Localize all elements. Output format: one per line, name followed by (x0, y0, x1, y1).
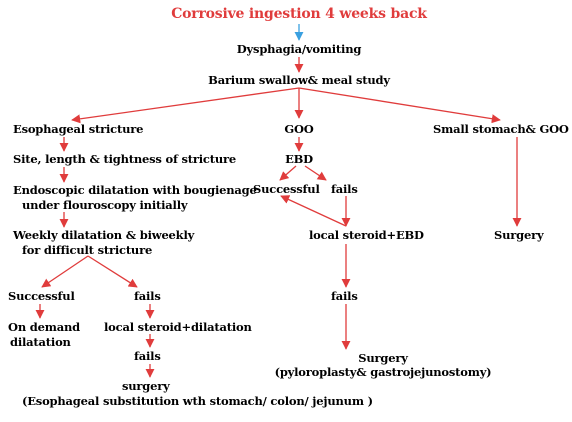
node-on-demand-line2: dilatation (10, 335, 71, 349)
node-surgery-goo: Surgery (358, 351, 408, 365)
node-dysphagia: Dysphagia/vomiting (236, 42, 362, 56)
arrow-barium-to-small-stomach (298, 87, 501, 124)
node-surgery-esophageal-detail: (Esophageal substitution wth stomach/ co… (22, 394, 373, 408)
node-surgery-esophageal: surgery (122, 379, 170, 393)
node-eso-successful: Successful (8, 289, 75, 303)
arrow-local-steroid-to-successful (280, 195, 347, 227)
node-local-steroid-ebd: local steroid+EBD (309, 228, 424, 242)
node-weekly-line1: Weekly dilatation & biweekly (13, 228, 195, 242)
node-surgery-goo-detail: (pyloroplasty& gastrojejunostomy) (274, 365, 492, 379)
arrow-ebd-to-fails (304, 165, 327, 181)
node-goo: GOO (284, 122, 314, 136)
node-corrosive-ingestion: Corrosive ingestion 4 weeks back (171, 6, 427, 22)
node-surgery-small-stomach: Surgery (494, 228, 544, 242)
node-endoscopic-line1: Endoscopic dilatation with bougienage (13, 183, 257, 197)
node-eso-fails-2: fails (134, 349, 161, 363)
node-goo-fails-2: fails (331, 289, 358, 303)
node-weekly-line2: for difficult stricture (22, 243, 153, 257)
node-on-demand-line1: On demand (8, 320, 80, 334)
node-ebd: EBD (285, 152, 313, 166)
node-esophageal-stricture: Esophageal stricture (13, 122, 144, 136)
arrow-weekly-to-eso-fails (87, 255, 138, 288)
node-endoscopic-line2: under flouroscopy initially (22, 198, 188, 212)
arrow-barium-to-esophageal (71, 87, 300, 124)
arrow-weekly-to-eso-successful (41, 255, 89, 288)
node-local-steroid-dilatation: local steroid+dilatation (104, 320, 252, 334)
node-site-length: Site, length & tightness of stricture (13, 152, 236, 166)
node-goo-fails: fails (331, 182, 358, 196)
node-goo-successful: Successful (253, 182, 320, 196)
node-barium-study: Barium swallow& meal study (208, 73, 390, 87)
node-eso-fails: fails (134, 289, 161, 303)
node-small-stomach-goo: Small stomach& GOO (433, 122, 569, 136)
arrow-ebd-to-successful (279, 165, 297, 181)
